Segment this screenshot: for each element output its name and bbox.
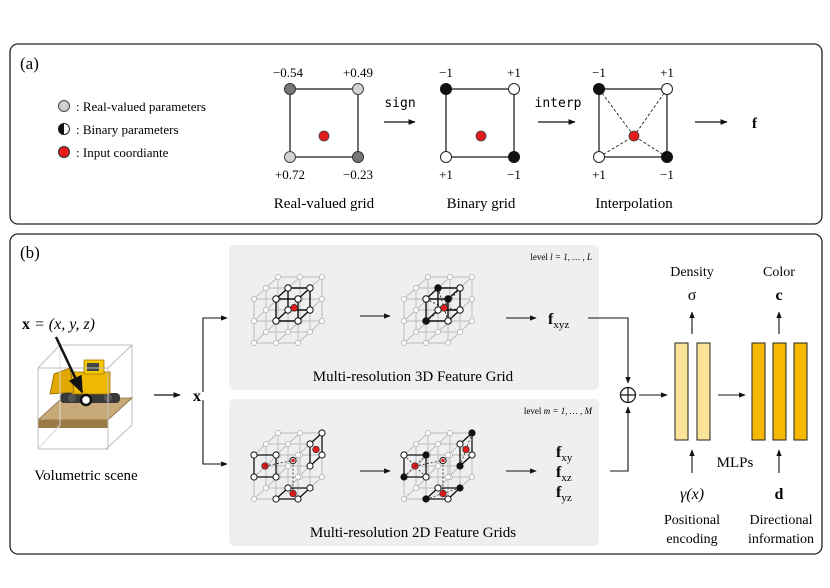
f-xyz: fxyz <box>548 311 569 331</box>
x-equation: x = (x, y, z) <box>22 316 95 333</box>
grid3d-lattice-left <box>250 273 326 347</box>
legend-input-swatch <box>58 146 70 158</box>
interp-node-bl <box>593 151 605 163</box>
panel-b: (b) x = (x, y, z) <box>9 233 823 555</box>
dir-line1: Directional <box>750 513 813 528</box>
real-grid: −0.54 +0.49 +0.72 −0.23 Real-valued grid <box>273 65 375 212</box>
f-xz: fxz <box>556 464 572 484</box>
dir-line2: information <box>748 532 814 547</box>
real-node-bl <box>284 151 296 163</box>
grid3d-caption: Multi-resolution 3D Feature Grid <box>313 369 514 385</box>
interp-grid-caption: Interpolation <box>595 196 673 212</box>
grid2d-panel <box>229 399 599 546</box>
binary-grid: −1 +1 +1 −1 Binary grid <box>439 65 521 212</box>
grid3d-level: level l = 1, … , L <box>530 252 592 262</box>
panel-a-label: (a) <box>20 54 39 73</box>
grid2d-level: level m = 1, … , M <box>524 406 593 416</box>
real-input-point <box>318 130 330 142</box>
grid3d-panel <box>229 245 599 390</box>
real-tr-value: +0.49 <box>343 65 373 80</box>
grid3d-lattice-right <box>400 273 476 347</box>
binary-grid-caption: Binary grid <box>447 196 516 212</box>
binary-input-point <box>475 130 487 142</box>
binary-tr-value: +1 <box>507 65 521 80</box>
grid2d-lattice-right <box>400 429 476 503</box>
legend-input-text: : Input coordiante <box>76 145 169 160</box>
sign-label: sign <box>384 96 415 111</box>
f-xy: fxy <box>556 444 573 464</box>
output-f: f <box>752 116 758 132</box>
interp-bl-value: +1 <box>592 167 606 182</box>
interp-tl-value: −1 <box>592 65 606 80</box>
branch-to-3d <box>202 315 228 392</box>
legend-binary-swatch <box>58 123 70 135</box>
legend-real-swatch <box>58 100 70 112</box>
density-sigma: σ <box>688 287 697 304</box>
panel-b-frame <box>9 233 823 555</box>
binary-node-tl <box>440 83 452 95</box>
binary-bl-value: +1 <box>439 167 453 182</box>
x-input-label: x <box>193 388 201 405</box>
pos-enc-symbol: γ(x) <box>680 486 704 503</box>
real-bl-value: +0.72 <box>275 167 305 182</box>
real-br-value: −0.23 <box>343 167 373 182</box>
panel-b-label: (b) <box>20 243 40 262</box>
real-grid-caption: Real-valued grid <box>274 196 375 212</box>
binary-node-bl <box>440 151 452 163</box>
interp-tr-value: +1 <box>660 65 674 80</box>
real-node-tl <box>284 83 296 95</box>
interp-node-tr <box>661 83 673 95</box>
binary-br-value: −1 <box>507 167 521 182</box>
real-tl-value: −0.54 <box>273 65 304 80</box>
density-mlp <box>674 342 711 441</box>
interp-grid: −1 +1 +1 −1 Interpolation <box>592 65 674 212</box>
binary-node-br <box>508 151 520 163</box>
interp-input-point <box>628 130 640 142</box>
binary-node-tr <box>508 83 520 95</box>
dir-symbol: d <box>775 486 784 503</box>
pos-enc-line1: Positional <box>664 513 720 528</box>
interp-label: interp <box>535 96 582 111</box>
f-yz: fyz <box>556 484 572 504</box>
color-title: Color <box>763 265 795 280</box>
branch-to-2d <box>202 400 228 467</box>
fxyz-to-concat <box>588 317 631 384</box>
f2d-to-concat <box>610 406 631 472</box>
grid2d-lattice-left <box>250 429 326 503</box>
sample-point <box>79 393 93 407</box>
pos-enc-line2: encoding <box>666 532 717 547</box>
binary-tl-value: −1 <box>439 65 453 80</box>
grid2d-caption: Multi-resolution 2D Feature Grids <box>310 525 516 541</box>
volumetric-scene <box>36 336 134 450</box>
real-node-br <box>352 151 364 163</box>
interp-br-value: −1 <box>660 167 674 182</box>
real-node-tr <box>352 83 364 95</box>
density-title: Density <box>670 265 714 280</box>
mlps-label: MLPs <box>717 455 754 471</box>
interp-node-br <box>661 151 673 163</box>
color-mlp <box>751 342 808 441</box>
legend-real-text: : Real-valued parameters <box>76 99 206 114</box>
color-c: c <box>775 287 782 304</box>
scene-caption: Volumetric scene <box>34 468 138 484</box>
panel-a: (a) : Real-valued parameters : Binary pa… <box>9 43 823 225</box>
legend: : Real-valued parameters : Binary parame… <box>58 99 206 160</box>
legend-binary-text: : Binary parameters <box>76 122 179 137</box>
interp-node-tl <box>593 83 605 95</box>
point-arrow <box>54 336 84 394</box>
